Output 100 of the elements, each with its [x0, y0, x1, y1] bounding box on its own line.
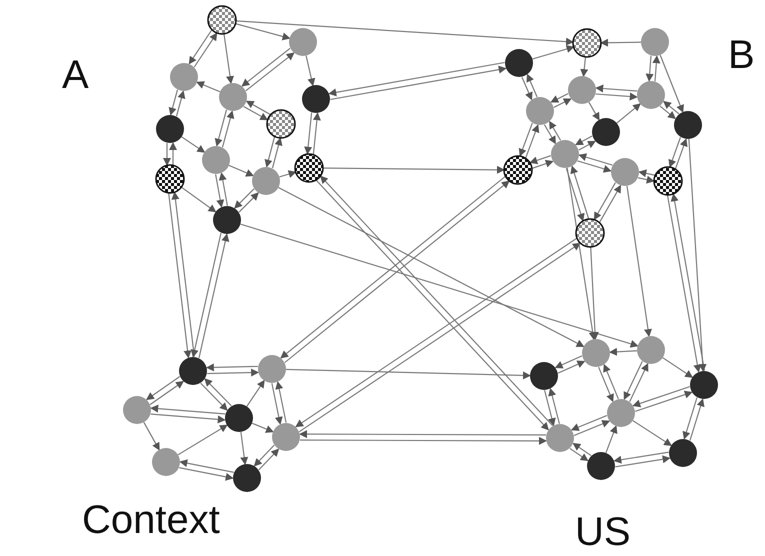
arrow — [638, 176, 655, 184]
arrow — [544, 124, 556, 144]
arrow — [544, 390, 556, 426]
arrow — [616, 103, 641, 124]
arrow — [599, 184, 622, 223]
node-circle — [123, 396, 151, 424]
arrow — [252, 422, 274, 433]
arrow — [275, 381, 287, 423]
arrow — [188, 30, 212, 65]
checkered-node-circle — [294, 153, 324, 183]
arrow — [674, 138, 688, 169]
arrow — [638, 169, 656, 178]
arrow — [190, 232, 222, 358]
arrow — [299, 430, 546, 438]
arrow — [246, 380, 265, 407]
cluster-label: A — [62, 55, 89, 95]
arrow — [240, 224, 639, 348]
arrow — [207, 368, 260, 377]
cluster-label: Context — [82, 500, 220, 540]
node-circle — [179, 357, 207, 385]
node-circle — [637, 336, 665, 364]
arrow — [646, 56, 654, 82]
arrow — [554, 355, 582, 368]
arrow — [240, 432, 248, 466]
arrow — [570, 415, 608, 431]
arrow — [228, 164, 254, 177]
arrow — [626, 186, 652, 338]
arrow — [279, 170, 297, 178]
node-circle — [582, 339, 610, 367]
arrow — [668, 137, 682, 168]
arrow — [178, 424, 228, 456]
arrow — [179, 467, 234, 481]
arrow — [613, 452, 669, 464]
arrow — [596, 92, 638, 100]
arrow — [168, 90, 178, 116]
node-circle — [587, 452, 615, 480]
arrow — [169, 142, 177, 165]
node-circle — [641, 28, 669, 56]
arrow — [304, 112, 312, 155]
arrow — [214, 110, 228, 147]
checkered-node-circle — [575, 218, 605, 248]
node-circle — [219, 83, 247, 111]
node-circle — [233, 464, 261, 492]
arrow — [600, 38, 641, 47]
arrow — [532, 160, 554, 169]
arrow — [271, 383, 283, 425]
arrow — [323, 166, 505, 174]
arrow — [595, 84, 638, 92]
node-circle — [252, 167, 280, 195]
arrow — [632, 420, 672, 446]
arrow — [660, 106, 676, 120]
arrow — [258, 448, 280, 470]
node-circle — [592, 118, 620, 146]
arrow — [575, 136, 592, 146]
arrow — [194, 32, 218, 68]
arrow — [179, 459, 234, 473]
cluster-label: US — [575, 512, 631, 552]
arrow — [200, 382, 228, 411]
node-circle — [526, 97, 554, 125]
node-circle — [611, 158, 639, 186]
arrow — [598, 366, 614, 402]
arrow — [526, 74, 538, 98]
arrow — [632, 386, 690, 408]
node-circle — [669, 439, 697, 467]
node-circle — [505, 49, 533, 77]
arrow — [570, 165, 590, 219]
node-circle — [152, 448, 180, 476]
arrow — [578, 140, 596, 150]
node-circle — [530, 362, 558, 390]
arrow — [689, 398, 704, 441]
arrow — [521, 76, 532, 100]
node-circle — [551, 140, 579, 168]
node-circle — [225, 404, 253, 432]
checkered-node-circle — [572, 28, 602, 58]
node-circle — [302, 85, 330, 113]
arrow — [574, 420, 610, 436]
arrow — [215, 174, 224, 208]
arrow — [605, 425, 618, 454]
arrow — [529, 155, 551, 164]
node-circle — [607, 399, 635, 427]
arrow — [558, 360, 586, 374]
arrow — [580, 56, 588, 78]
arrow — [525, 124, 540, 158]
node-circle — [258, 355, 286, 383]
arrow — [662, 357, 694, 378]
arrow — [278, 187, 584, 347]
checkered-node-circle — [503, 155, 533, 185]
node-circle — [674, 111, 702, 139]
arrow — [254, 444, 275, 467]
node-circle — [546, 424, 574, 452]
arrow — [223, 34, 234, 84]
arrow — [682, 397, 698, 440]
arrow — [176, 90, 186, 116]
arrow — [236, 20, 574, 46]
arrow — [566, 168, 585, 222]
node-circle — [637, 81, 665, 109]
arrow — [550, 93, 568, 103]
checkered-node-circle — [155, 164, 185, 194]
arrow — [548, 388, 560, 424]
arrow — [272, 137, 282, 168]
